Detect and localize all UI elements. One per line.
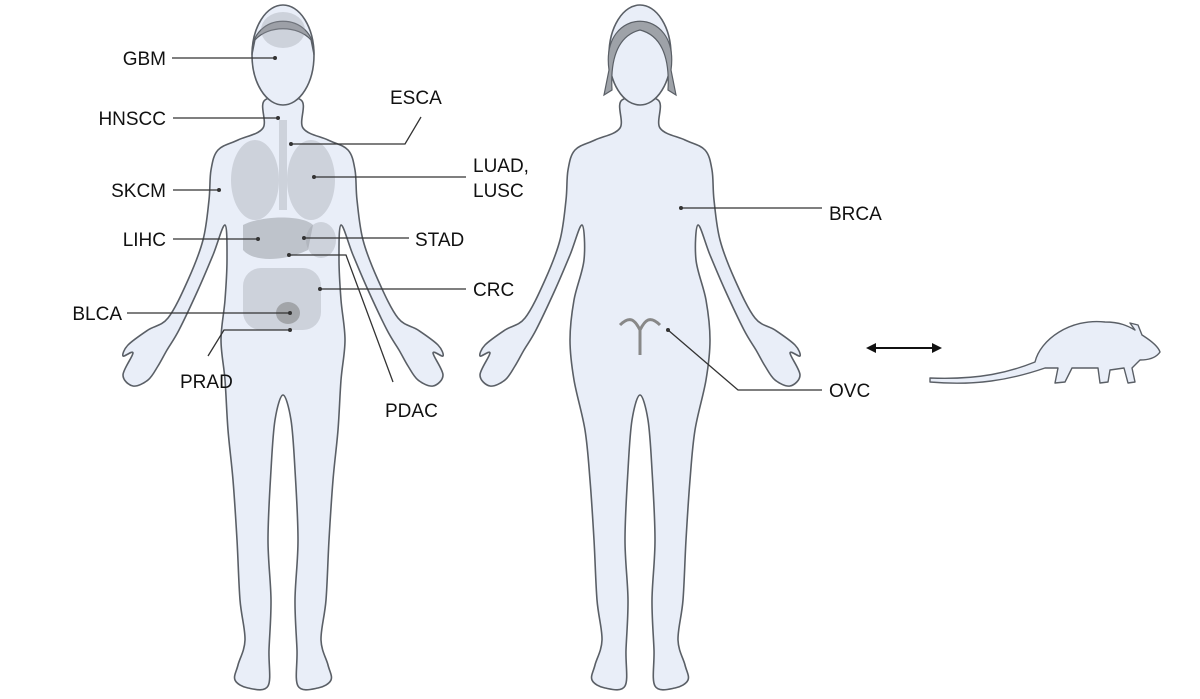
female-leader-lines: BRCA OVC — [666, 204, 882, 402]
female-hair — [603, 20, 677, 97]
intestines-icon — [243, 268, 321, 330]
label-crc: CRC — [473, 280, 514, 301]
rat-icon — [929, 320, 1161, 384]
male-leader-lines: GBM HNSCC ESCA LUAD, LUSC SKCM LIHC STAD… — [72, 49, 529, 422]
label-blca: BLCA — [72, 304, 122, 325]
female-head — [608, 4, 672, 106]
male-body-outline — [122, 95, 444, 691]
label-esca: ESCA — [390, 88, 442, 109]
label-prad: PRAD — [180, 372, 233, 393]
male-hair — [251, 20, 315, 56]
stomach-icon — [306, 222, 336, 258]
left-lung-icon — [231, 140, 279, 220]
label-ovc: OVC — [829, 381, 870, 402]
female-body-outline — [479, 95, 801, 691]
label-hnscc: HNSCC — [98, 109, 166, 130]
trachea-icon — [279, 120, 287, 210]
female-figure — [479, 4, 801, 691]
label-lihc: LIHC — [123, 230, 166, 251]
liver-icon — [243, 217, 313, 259]
label-stad: STAD — [415, 230, 464, 251]
label-luad: LUAD, — [473, 156, 529, 177]
label-skcm: SKCM — [111, 181, 166, 202]
male-figure — [122, 4, 444, 691]
right-lung-icon — [287, 140, 335, 220]
brain-icon — [261, 12, 305, 48]
label-pdac: PDAC — [385, 401, 438, 422]
label-lusc: LUSC — [473, 181, 524, 202]
double-headed-arrow-icon — [866, 343, 942, 353]
label-brca: BRCA — [829, 204, 882, 225]
uterus-icon — [618, 318, 662, 355]
label-gbm: GBM — [123, 49, 166, 70]
